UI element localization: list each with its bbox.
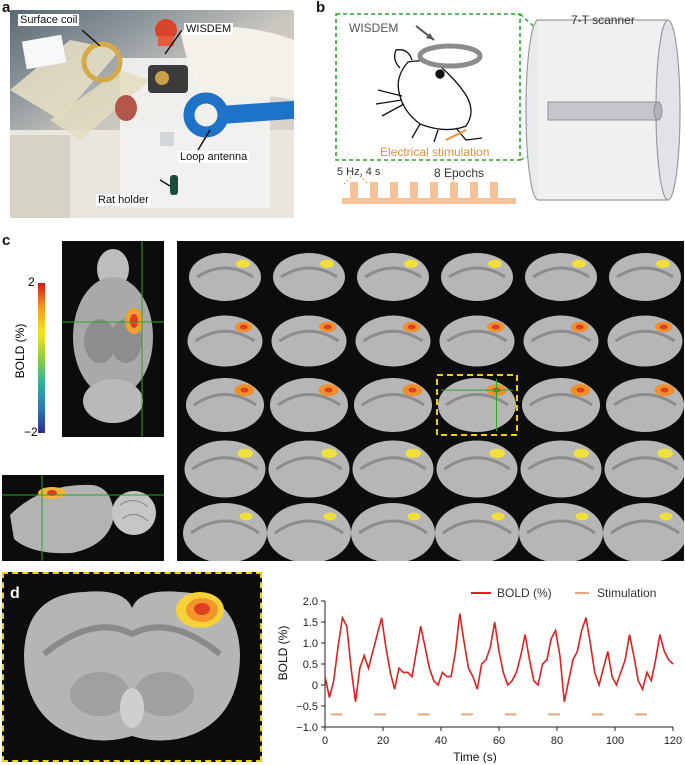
coronal-slice xyxy=(603,503,685,563)
y-tick-label: 0.5 xyxy=(303,659,318,671)
bold-series-line xyxy=(324,613,674,702)
x-tick-label: 120 xyxy=(664,735,682,747)
coronal-slice xyxy=(520,440,602,498)
coronal-slice xyxy=(435,503,519,563)
x-tick-label: 40 xyxy=(435,735,447,747)
coronal-slice xyxy=(606,378,684,432)
scanner-cylinder xyxy=(525,19,681,201)
coronal-slice xyxy=(439,315,515,367)
y-axis-label: BOLD (%) xyxy=(276,626,290,681)
label-wisdem: WISDEM xyxy=(184,23,234,35)
coronal-slice xyxy=(351,503,435,563)
epochs-label: 8 Epochs xyxy=(434,166,485,180)
colorbar-max-label: 2 xyxy=(28,275,35,289)
panel-label-a: a xyxy=(2,0,11,16)
schematic-diagram xyxy=(335,13,681,204)
pulse-train xyxy=(342,182,516,204)
coronal-slice xyxy=(519,503,603,563)
setup-photo-drawing xyxy=(10,19,294,218)
coronal-slice xyxy=(438,378,516,432)
coronal-slice xyxy=(352,440,434,498)
setup-photo: Surface coil WISDEM Loop antenna Rat hol… xyxy=(10,10,294,218)
panel-label-d: d xyxy=(10,585,20,602)
x-tick-label: 60 xyxy=(493,735,505,747)
coronal-slice xyxy=(441,253,513,301)
coronal-slice xyxy=(609,253,681,301)
wisdem-inset-box xyxy=(335,13,521,161)
coronal-slice xyxy=(271,315,347,367)
label-surface-coil: Surface coil xyxy=(18,14,80,26)
coronal-slice xyxy=(354,378,432,432)
y-tick-label: 1.5 xyxy=(303,617,318,629)
colorbar-min-label: −2 xyxy=(24,425,38,439)
bold-timecourse-chart: −1.0 −0.5 0 0.5 1.0 1.5 2.0 0 20 40 60 80 100 120 BOL… xyxy=(276,586,682,763)
coronal-slice xyxy=(607,315,683,367)
label-rat-holder: Rat holder xyxy=(96,194,151,206)
x-tick-label: 80 xyxy=(551,735,563,747)
coronal-slice-grid xyxy=(177,241,685,563)
coronal-slice xyxy=(270,378,348,432)
x-axis-label: Time (s) xyxy=(453,750,497,763)
scanner-label: 7-T scanner xyxy=(571,13,635,27)
schematic-wisdem-label: WISDEM xyxy=(349,21,399,35)
coronal-slice xyxy=(525,253,597,301)
coronal-slice xyxy=(183,503,267,563)
coronal-slice xyxy=(355,315,431,367)
coronal-slice xyxy=(273,253,345,301)
coronal-slice xyxy=(184,440,266,498)
panel-label-b: b xyxy=(316,0,326,16)
wisdem-ring xyxy=(417,43,483,69)
zoomed-slice-frame xyxy=(2,572,262,762)
axial-view xyxy=(62,241,164,437)
legend-bold-label: BOLD (%) xyxy=(497,586,552,600)
coronal-slice xyxy=(186,378,264,432)
coronal-slice xyxy=(187,315,263,367)
coronal-slice xyxy=(523,315,599,367)
y-tick-label: 2.0 xyxy=(303,596,318,608)
coronal-slice xyxy=(189,253,261,301)
colorbar xyxy=(38,283,45,433)
y-tick-label: 0 xyxy=(312,680,318,692)
x-tick-label: 100 xyxy=(606,735,624,747)
x-tick-label: 20 xyxy=(377,735,389,747)
label-loop-antenna: Loop antenna xyxy=(178,151,250,163)
legend-stim-label: Stimulation xyxy=(597,586,656,600)
panel-label-c: c xyxy=(2,232,11,249)
chart-axes: −1.0 −0.5 0 0.5 1.0 1.5 2.0 0 20 40 60 80 100 120 xyxy=(296,596,682,747)
coronal-slice xyxy=(267,503,351,563)
coronal-slice xyxy=(357,253,429,301)
slice-grid-svg xyxy=(183,253,685,563)
coronal-slice xyxy=(268,440,350,498)
sagittal-view xyxy=(2,475,164,561)
stim-params-label: 5 Hz, 4 s xyxy=(337,166,381,178)
coronal-slice xyxy=(436,440,518,498)
chart-legend: BOLD (%) Stimulation xyxy=(471,586,656,600)
electrical-stimulation-label: Electrical stimulation xyxy=(380,145,490,159)
coronal-slice xyxy=(604,440,685,498)
y-tick-label: −1.0 xyxy=(296,722,318,734)
coronal-slice xyxy=(522,378,600,432)
y-tick-label: 1.0 xyxy=(303,638,318,650)
x-tick-label: 0 xyxy=(322,735,328,747)
selected-slice-box xyxy=(436,374,518,436)
y-tick-label: −0.5 xyxy=(296,701,318,713)
colorbar-axis-label: BOLD (%) xyxy=(13,323,27,379)
